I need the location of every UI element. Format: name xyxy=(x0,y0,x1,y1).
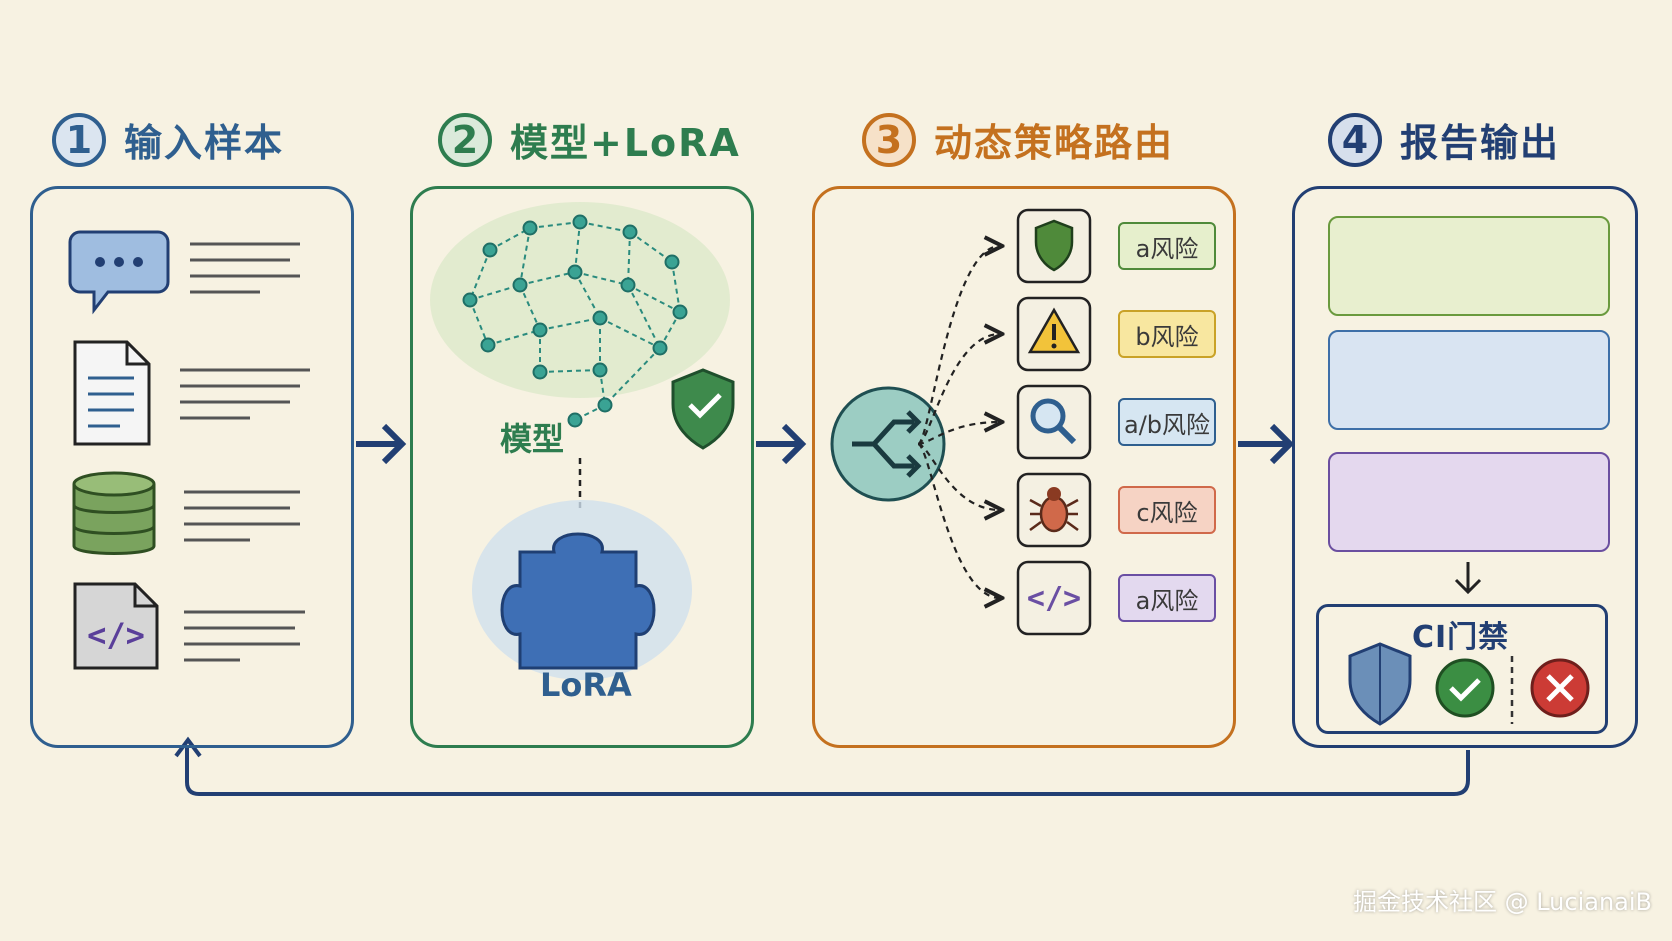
report-jsonl-card xyxy=(1328,330,1610,430)
step-3-number: 3 xyxy=(862,112,916,167)
shield-check-icon xyxy=(671,368,735,450)
lora-label: LoRA xyxy=(540,666,632,704)
router-node-icon xyxy=(830,386,946,502)
feedback-arrowhead xyxy=(174,736,202,758)
step-2-title: 模型+LoRA xyxy=(510,121,741,165)
search-icon xyxy=(1016,384,1092,460)
sample-text-lines xyxy=(180,242,310,662)
code-icon: </> xyxy=(1016,560,1092,636)
document-icon xyxy=(73,340,151,446)
flow-arrows xyxy=(356,423,1295,465)
model-label: 模型 xyxy=(500,420,565,458)
route-icons: </> xyxy=(1016,208,1092,636)
report-sarif-card xyxy=(1328,452,1610,552)
ci-gate-box xyxy=(1316,604,1608,734)
risk-badge-1: a风险 xyxy=(1118,222,1216,270)
ci-gate-title: CI门禁 xyxy=(1412,620,1510,655)
policy-routing-panel xyxy=(812,186,1236,748)
report-markdown-card xyxy=(1328,216,1610,316)
ci-shield-icon xyxy=(1348,642,1412,726)
route-links xyxy=(916,246,1000,598)
fail-x-icon xyxy=(1530,658,1590,718)
puzzle-piece-icon xyxy=(472,500,692,680)
route-link-2 xyxy=(917,334,1000,446)
arrow-2-3 xyxy=(756,423,807,465)
step-3-header: 3 动态策略路由 xyxy=(862,112,1174,167)
step-4-number: 4 xyxy=(1328,112,1382,167)
risk-badge-3: a/b风险 xyxy=(1118,398,1216,446)
database-icon xyxy=(72,471,156,555)
input-samples-panel xyxy=(30,186,354,748)
step-2-header: 2 模型+LoRA xyxy=(438,112,741,167)
shield-icon xyxy=(1016,208,1092,284)
feedback-loop-arrow xyxy=(185,748,1470,796)
step-1-title: 输入样本 xyxy=(124,121,285,165)
warning-icon xyxy=(1016,296,1092,372)
down-arrow-icon xyxy=(1454,562,1482,595)
arrow-3-4 xyxy=(1238,423,1295,465)
step-4-title: 报告输出 xyxy=(1400,121,1561,165)
report-output-panel xyxy=(1292,186,1638,748)
step-3-title: 动态策略路由 xyxy=(934,121,1175,165)
step-4-header: 4 报告输出 xyxy=(1328,112,1560,167)
risk-badge-5: a风险 xyxy=(1118,574,1216,622)
watermark: 掘金技术社区 @ LucianaiB xyxy=(1352,888,1652,916)
svg-text:</>: </> xyxy=(1027,581,1081,616)
route-link-1 xyxy=(916,246,1000,446)
step-1-number: 1 xyxy=(52,112,106,167)
svg-text:</>: </> xyxy=(87,616,145,654)
pass-check-icon xyxy=(1435,658,1495,718)
risk-badge-4: c风险 xyxy=(1118,486,1216,534)
brain-network-icon xyxy=(430,202,730,428)
code-file-icon: </> xyxy=(73,582,159,670)
risk-badge-2: b风险 xyxy=(1118,310,1216,358)
chat-bubble-icon xyxy=(68,230,170,315)
step-2-number: 2 xyxy=(438,112,492,167)
route-link-3 xyxy=(917,422,1000,446)
step-1-header: 1 输入样本 xyxy=(52,112,284,167)
arrow-1-2 xyxy=(356,423,407,465)
model-lora-panel xyxy=(410,186,754,748)
bug-icon xyxy=(1016,472,1092,548)
route-link-4 xyxy=(917,442,1000,510)
route-link-5 xyxy=(916,442,1000,598)
